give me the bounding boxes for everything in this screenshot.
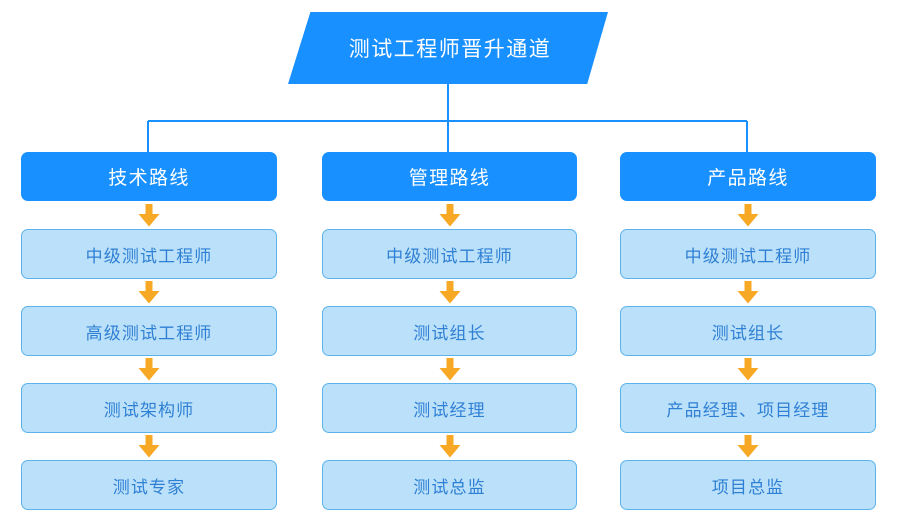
career-column-management: 管理路线 中级测试工程师 测试组长 测试经理 测试总监 (322, 152, 577, 510)
arrow-technical-1 (21, 279, 277, 306)
arrow-technical-3 (21, 433, 277, 460)
arrow-product-2 (620, 356, 876, 383)
node-technical-3[interactable]: 测试架构师 (21, 383, 277, 433)
page-title: 测试工程师晋升通道 (348, 38, 552, 61)
node-product-4[interactable]: 项目总监 (620, 460, 876, 510)
down-arrow-icon (138, 281, 160, 304)
down-arrow-icon (138, 435, 160, 458)
arrow-product-1 (620, 279, 876, 306)
arrow-technical-2 (21, 356, 277, 383)
arrow-management-2 (322, 356, 577, 383)
down-arrow-icon (737, 358, 759, 381)
title-parallelogram-shape (288, 12, 608, 84)
node-management-4[interactable]: 测试总监 (322, 460, 577, 510)
column-header-management[interactable]: 管理路线 (322, 152, 577, 201)
down-arrow-icon (737, 435, 759, 458)
node-product-1[interactable]: 中级测试工程师 (620, 229, 876, 279)
node-technical-2[interactable]: 高级测试工程师 (21, 306, 277, 356)
node-technical-1[interactable]: 中级测试工程师 (21, 229, 277, 279)
career-column-product: 产品路线 中级测试工程师 测试组长 产品经理、项目经理 项目总监 (620, 152, 876, 510)
node-management-1[interactable]: 中级测试工程师 (322, 229, 577, 279)
diagram-title-banner: 测试工程师晋升通道 (288, 12, 608, 84)
arrow-management-3 (322, 433, 577, 460)
node-product-3[interactable]: 产品经理、项目经理 (620, 383, 876, 433)
down-arrow-icon (439, 435, 460, 458)
down-arrow-icon (138, 358, 160, 381)
down-arrow-icon (439, 358, 460, 381)
column-header-product[interactable]: 产品路线 (620, 152, 876, 201)
down-arrow-icon (439, 281, 460, 304)
arrow-product-0 (620, 201, 876, 229)
arrow-technical-0 (21, 201, 277, 229)
node-management-2[interactable]: 测试组长 (322, 306, 577, 356)
arrow-management-0 (322, 201, 577, 229)
arrow-management-1 (322, 279, 577, 306)
node-management-3[interactable]: 测试经理 (322, 383, 577, 433)
down-arrow-icon (439, 203, 460, 226)
down-arrow-icon (737, 203, 759, 226)
down-arrow-icon (138, 203, 160, 226)
down-arrow-icon (737, 281, 759, 304)
career-column-technical: 技术路线 中级测试工程师 高级测试工程师 测试架构师 测试专家 (21, 152, 277, 510)
node-technical-4[interactable]: 测试专家 (21, 460, 277, 510)
column-header-technical[interactable]: 技术路线 (21, 152, 277, 201)
arrow-product-3 (620, 433, 876, 460)
node-product-2[interactable]: 测试组长 (620, 306, 876, 356)
